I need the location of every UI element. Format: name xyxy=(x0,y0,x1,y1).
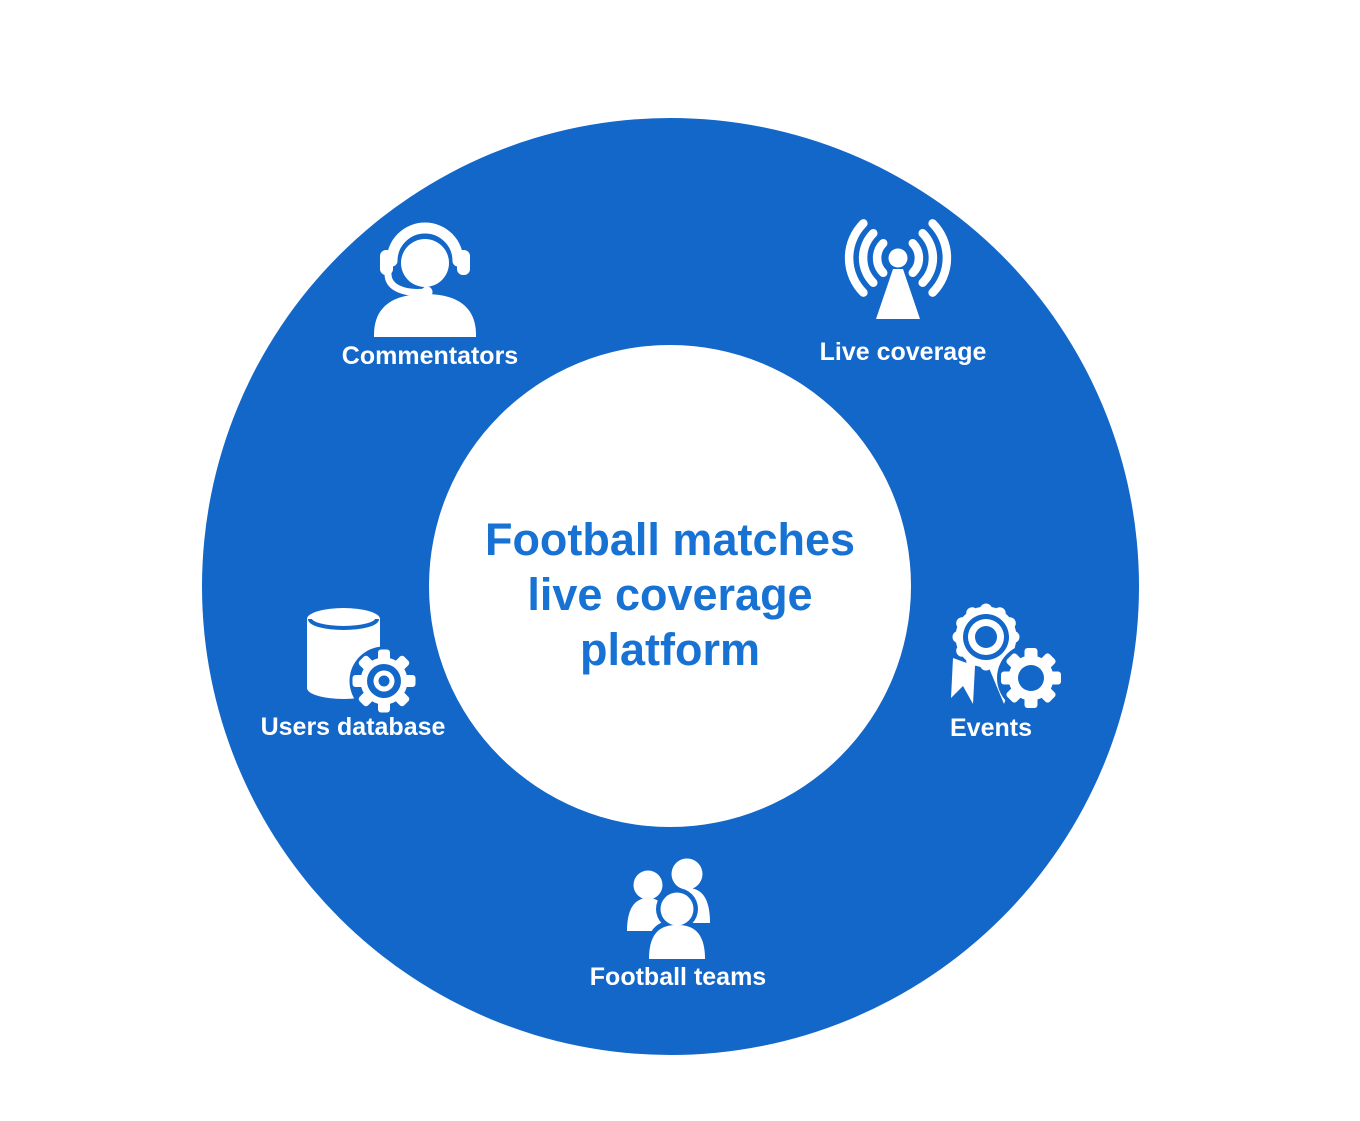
broadcast-antenna-icon xyxy=(844,219,952,319)
center-title-line-2: live coverage xyxy=(527,569,813,620)
node-label-events: Events xyxy=(950,714,1032,742)
ring-inner-circle xyxy=(429,345,911,827)
center-title-line-1: Football matches xyxy=(484,514,856,565)
node-label-live-coverage: Live coverage xyxy=(819,338,987,366)
award-ribbon-gear-icon xyxy=(951,603,1065,712)
center-title-line-3: platform xyxy=(579,624,760,675)
events-gear xyxy=(997,644,1065,712)
node-label-commentators: Commentators xyxy=(341,342,519,370)
people-group-icon xyxy=(627,858,710,961)
node-label-football-teams: Football teams xyxy=(589,963,767,991)
center-title: Football matches live coverage platform xyxy=(485,512,855,677)
node-label-users-database: Users database xyxy=(260,713,446,741)
commentator-headset-icon xyxy=(374,222,476,337)
database-gear xyxy=(349,646,417,716)
database-gear-icon xyxy=(307,608,417,716)
